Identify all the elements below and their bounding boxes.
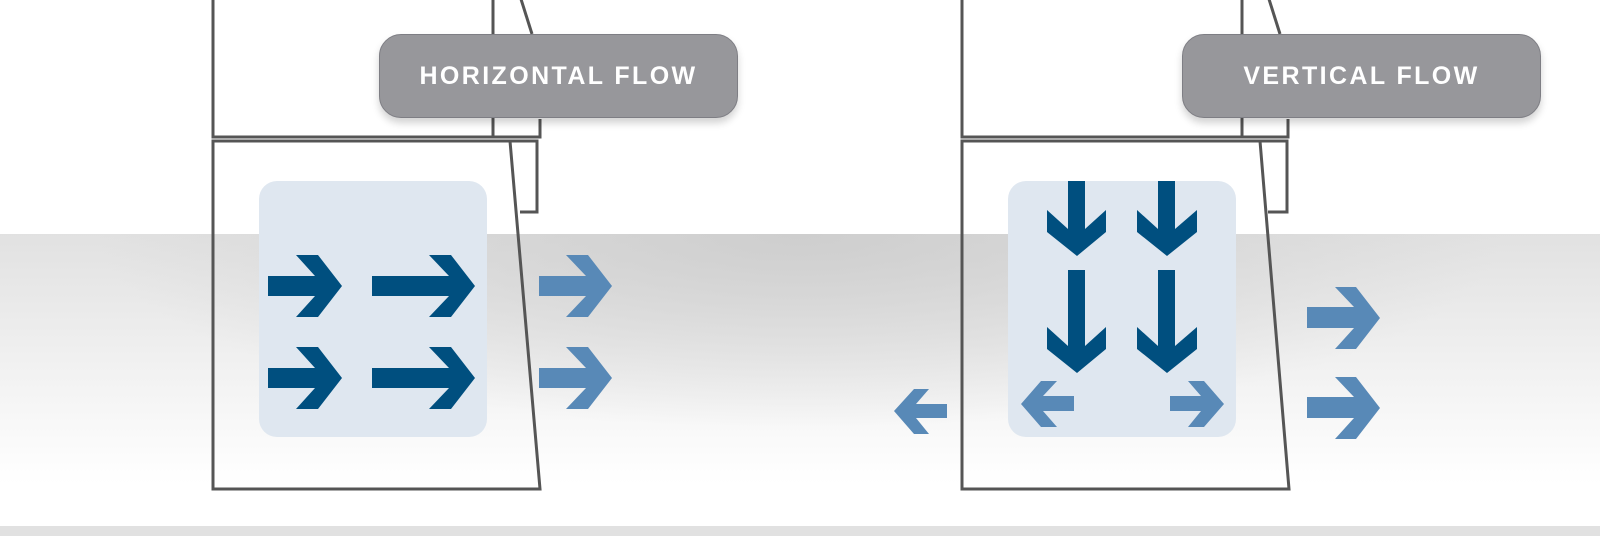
right-arrow-icon: [268, 255, 342, 317]
down-arrow-icon: [1137, 181, 1197, 256]
vertical-upper-diagonal: [1267, 0, 1282, 35]
horizontal-dark-arrows: [268, 255, 475, 409]
right-arrow-icon: [1307, 287, 1380, 349]
vertical-flow-label: VERTICAL FLOW: [1182, 34, 1541, 118]
vertical-dark-arrows: [1047, 181, 1197, 373]
right-arrow-icon: [1307, 377, 1380, 439]
bottom-divider: [0, 526, 1600, 536]
right-arrow-icon: [268, 347, 342, 409]
right-arrow-icon: [372, 255, 475, 317]
right-arrow-icon: [539, 347, 612, 409]
right-arrow-icon: [372, 347, 475, 409]
vertical-side-duct: [1260, 139, 1289, 214]
right-arrow-icon: [1170, 381, 1224, 427]
down-arrow-icon: [1137, 270, 1197, 373]
left-arrow-icon: [894, 389, 947, 434]
horizontal-upper-diagonal: [519, 0, 534, 35]
horizontal-lower-frame: [211, 139, 542, 491]
vertical-light-arrows: [894, 287, 1380, 439]
down-arrow-icon: [1047, 181, 1106, 256]
horizontal-side-duct: [510, 139, 539, 214]
left-arrow-icon: [1021, 381, 1074, 427]
down-arrow-icon: [1047, 270, 1106, 373]
vertical-lower-frame: [960, 139, 1291, 491]
right-arrow-icon: [539, 255, 612, 317]
horizontal-light-arrows: [539, 255, 612, 409]
horizontal-flow-label: HORIZONTAL FLOW: [379, 34, 738, 118]
